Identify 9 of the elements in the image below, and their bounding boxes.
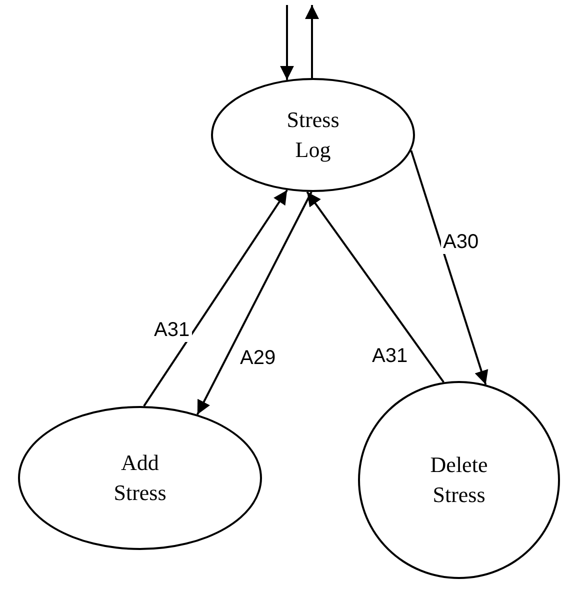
arrow [306, 191, 444, 383]
arrow [143, 190, 288, 407]
state-label: Stress Log [286, 106, 340, 164]
state-label: Add Stress [112, 449, 168, 507]
arrow [196, 192, 312, 415]
arrow [305, 5, 319, 78]
arrow [410, 150, 488, 385]
arrow [280, 5, 294, 80]
state-label: Delete Stress [429, 451, 489, 509]
